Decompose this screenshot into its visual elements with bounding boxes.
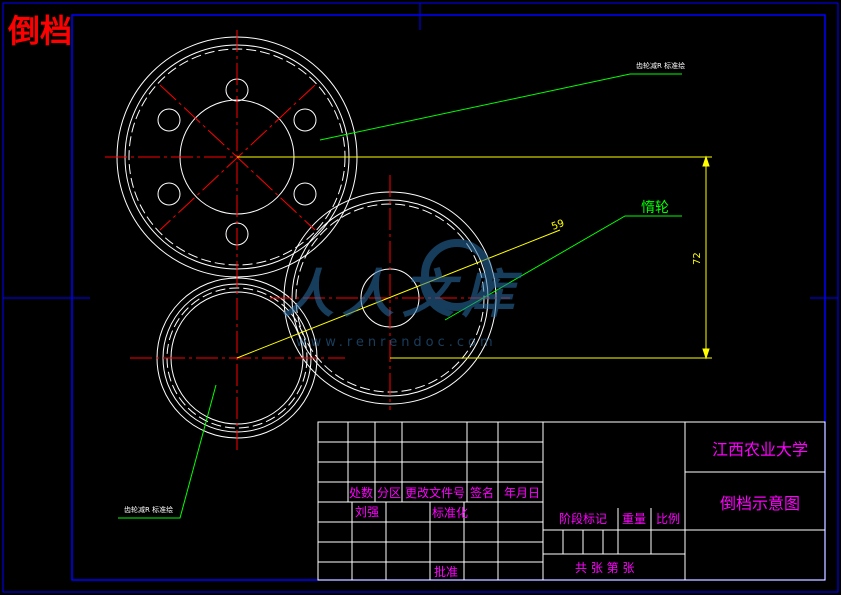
page-title: 倒档 [7, 12, 72, 50]
dimension-diagonal: 59 [550, 218, 566, 233]
drawing-name: 倒档示意图 [720, 494, 800, 513]
standardize-cell: 标准化 [432, 506, 468, 520]
dimension-vertical: 72 [692, 252, 703, 265]
dimension-lines [236, 155, 712, 360]
title-block-grid [317, 421, 826, 581]
header-change-doc: 更改文件号 [405, 485, 465, 500]
bolt-hole [157, 108, 181, 132]
header-count: 处数 [349, 485, 373, 500]
design-cell: 刘强 [355, 505, 379, 519]
bolt-hole [293, 108, 317, 132]
approve-cell: 批准 [434, 564, 458, 579]
scale-cell: 比例 [656, 512, 680, 526]
sheets-cell: 共 张 第 张 [575, 561, 634, 575]
bolt-hole [157, 182, 181, 206]
bolt-hole [293, 182, 317, 206]
weight-cell: 重量 [622, 512, 646, 526]
watermark-url: www.renrendoc.com [296, 335, 497, 350]
idler-label: 惰轮 [641, 200, 669, 216]
stage-mark-cell: 阶段标记 [559, 511, 607, 526]
leader-lines [118, 73, 682, 519]
header-date: 年月日 [504, 486, 540, 500]
centering-marks [3, 3, 838, 299]
note-bottom: 齿轮减R 标准绘 [124, 505, 173, 514]
school-name: 江西农业大学 [712, 440, 808, 459]
watermark: 人人文库 www.renrendoc.com [282, 239, 523, 350]
header-zone: 分区 [377, 486, 401, 500]
watermark-text: 人人文库 [282, 265, 523, 325]
header-signature: 签名 [470, 485, 494, 500]
note-top: 齿轮减R 标准绘 [636, 61, 685, 70]
